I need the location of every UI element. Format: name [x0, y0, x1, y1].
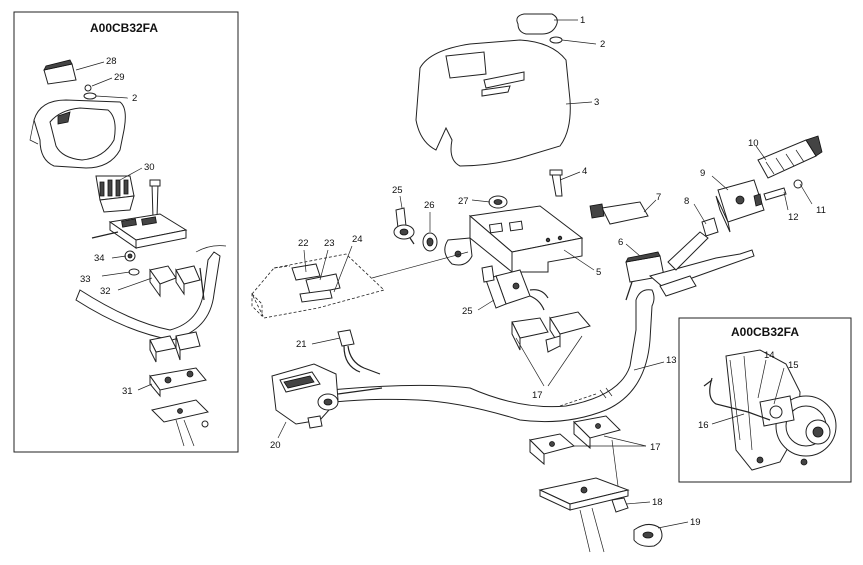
part-17-clamps-upper [511, 311, 591, 353]
inset-hub-assembly [703, 349, 837, 471]
part-27-grommet [488, 195, 508, 209]
part-13-handlebar [329, 289, 655, 423]
callout-10: 10 [748, 138, 759, 149]
inset-connector-30 [95, 175, 135, 213]
callout-16: 16 [698, 420, 709, 431]
callout-7: 7 [656, 192, 661, 203]
part-7-switch [589, 201, 649, 225]
part-base-plate [538, 439, 630, 553]
part-3-cover [415, 39, 571, 167]
main-assembly: 1 2 3 4 5 6 7 8 9 10 11 12 13 17 17 18 1… [251, 13, 826, 553]
callout-12: 12 [788, 212, 799, 223]
callout-5: 5 [596, 267, 601, 278]
callout-17-upper: 17 [532, 390, 543, 401]
part-8-collar [701, 217, 719, 237]
callout-22: 22 [298, 238, 309, 249]
inset-clamps-lower [149, 331, 201, 363]
callout-25-lower: 25 [462, 306, 473, 317]
part-12-screw [763, 187, 787, 201]
part-20-throttle-housing [271, 363, 339, 429]
callout-18: 18 [652, 497, 663, 508]
right-inset: A00CB32FA 14 15 16 [678, 317, 852, 483]
callout-6: 6 [618, 237, 623, 248]
part-10-grip [757, 135, 823, 179]
callout-26: 26 [424, 200, 435, 211]
inset-riser-31 [149, 367, 207, 398]
inset-handlebar [75, 245, 227, 341]
callout-14: 14 [764, 350, 775, 361]
callout-24: 24 [352, 234, 363, 245]
inset-pod-housing [29, 99, 126, 169]
callout-21: 21 [296, 339, 307, 350]
callout-33: 33 [80, 274, 91, 285]
callout-2: 2 [600, 39, 605, 50]
callout-25-upper: 25 [392, 185, 403, 196]
part-21-connector [337, 329, 381, 375]
callout-17-lower: 17 [650, 442, 661, 453]
part-2-washer [549, 36, 563, 44]
part-26-switch [422, 232, 438, 252]
callout-30: 30 [144, 162, 155, 173]
right-inset-title: A00CB32FA [731, 325, 799, 339]
part-4-bolt [549, 169, 563, 197]
callout-1: 1 [580, 15, 585, 26]
left-inset-title: A00CB32FA [90, 21, 158, 35]
callout-2-inset: 2 [132, 93, 137, 104]
callout-31: 31 [122, 386, 133, 397]
inset-clamps-upper [149, 265, 201, 298]
callout-20: 20 [270, 440, 281, 451]
inset-bracket [91, 213, 188, 249]
callout-15: 15 [788, 360, 799, 371]
part-6-master-cylinder [625, 249, 755, 301]
callout-28: 28 [106, 56, 117, 67]
part-17-clamps-lower [528, 415, 621, 466]
callout-11: 11 [816, 205, 826, 216]
callout-29: 29 [114, 72, 125, 83]
part-22-24-plate [251, 251, 469, 319]
part-25-switch-lower [481, 265, 549, 311]
part-1-cap [516, 13, 558, 35]
part-19-clip [633, 524, 663, 547]
callout-19: 19 [690, 517, 701, 528]
inset-cap-28 [43, 59, 77, 85]
callout-8: 8 [684, 196, 689, 207]
part-9-switch-housing [715, 179, 765, 233]
callout-4: 4 [582, 166, 587, 177]
part-11-screw [793, 179, 803, 189]
inset-base-plate [151, 399, 209, 447]
part-18-nut [611, 497, 629, 513]
callout-23: 23 [324, 238, 335, 249]
part-throttle-lever [667, 231, 709, 271]
callout-9: 9 [700, 168, 705, 179]
callout-3: 3 [594, 97, 599, 108]
callout-34: 34 [94, 253, 105, 264]
callout-27: 27 [458, 196, 469, 207]
callout-13: 13 [666, 355, 677, 366]
part-5-bracket [444, 205, 584, 274]
part-25-knob-upper [393, 207, 415, 245]
left-inset: A00CB32FA [13, 11, 239, 453]
callout-32: 32 [100, 286, 111, 297]
